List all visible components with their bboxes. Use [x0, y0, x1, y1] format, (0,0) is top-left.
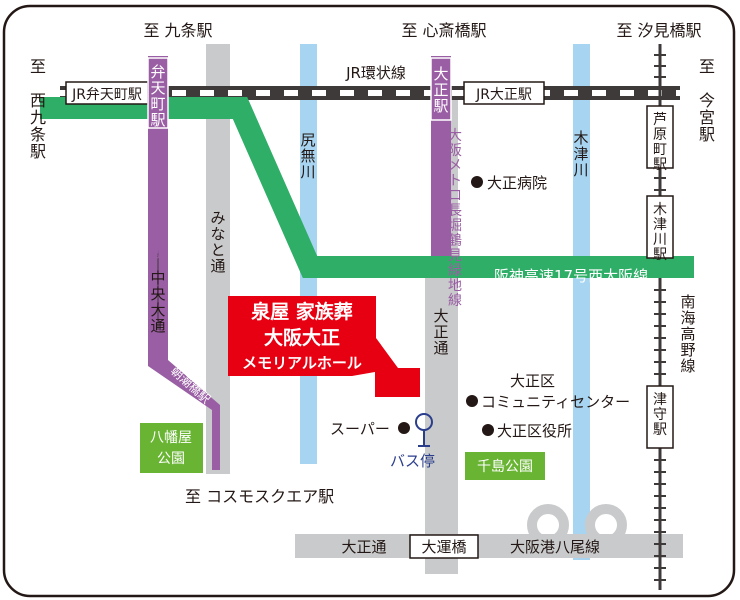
chuo-odori-label: 中央大通 — [150, 269, 165, 335]
metro-chuo-line-bend — [148, 360, 220, 470]
taisho-dori-label-text: 大正通 — [433, 307, 448, 357]
dir-shinsaibashi: 至 心斎橋駅 — [401, 21, 486, 40]
bus-stop-icon — [415, 413, 433, 447]
taisho-dori-h-label: 大正通 — [341, 538, 386, 556]
venue-name-1: 泉屋 家族葬 — [250, 300, 353, 323]
bentencho-metro-label-text: 弁天町駅 — [150, 63, 165, 129]
dir-shiomibashi: 至 汐見橋駅 — [616, 21, 701, 40]
tsumori-label: 津守駅 — [653, 392, 667, 438]
taisho-dori-road — [425, 268, 458, 574]
nankai-koya-label-text: 南海高野線 — [680, 293, 695, 375]
tsumori-box — [646, 385, 674, 449]
osakako-yao-label: 大阪港八尾線 — [510, 538, 600, 556]
dir-imamiya-text: 至 今宮駅 — [699, 57, 715, 144]
nagahori-line-label: 大阪メトロ長堀鶴見緑地線 — [448, 128, 462, 309]
shirinashi-label: 尻無川 — [300, 131, 315, 181]
taisho-metro-label: 大正駅 — [433, 65, 448, 115]
interchange-loop-right — [585, 504, 627, 546]
taiun-bashi-box — [409, 534, 479, 559]
taisho-metro-label-text: 大正駅 — [433, 65, 448, 115]
dir-kujo: 至 九条駅 — [143, 21, 212, 40]
kizu-river — [573, 44, 590, 560]
kizu-river-label-text: 木津川 — [573, 129, 588, 179]
nankai-ties — [654, 54, 666, 581]
bus-stop-label: バス停 — [390, 452, 435, 470]
ashiharacho-label-text: 芦原町駅 — [653, 112, 667, 173]
supermarket-label: スーパー — [330, 420, 390, 438]
kizu-river-label: 木津川 — [573, 129, 588, 179]
supermarket-dot — [398, 422, 410, 434]
nankai-koya-label: 南海高野線 — [680, 293, 695, 375]
hachimanya-park — [140, 423, 203, 473]
community-center-label-2: コミュニティセンター — [481, 393, 630, 411]
bentencho-metro-label: 弁天町駅 — [150, 63, 165, 129]
dir-cosmo-square: 至 コスモスクエア駅 — [185, 487, 334, 506]
kizugawa-label: 木津川駅 — [653, 202, 667, 263]
chuo-line-label: 大阪メトロ中央線 — [151, 142, 165, 263]
dir-nishikujo: 至 西九条駅 — [30, 57, 46, 161]
taisho-metro-box — [430, 57, 452, 121]
venue-marker[interactable] — [375, 368, 420, 397]
nagahori-line-label-text: 大阪メトロ長堀鶴見緑地線 — [448, 128, 462, 309]
kizugawa-box — [646, 195, 674, 259]
ashiharacho-box — [646, 105, 674, 169]
hanshin-label: 阪神高速17号西大阪線 — [494, 267, 648, 285]
taiun-bashi-label: 大運橋 — [421, 538, 466, 556]
ward-office-dot — [482, 424, 494, 436]
hanshin-expressway — [40, 97, 694, 278]
minato-dori-label-text: みなと通 — [210, 209, 225, 275]
tsumori-label-text: 津守駅 — [653, 392, 667, 438]
jr-bentencho-label: JR弁天町駅 — [71, 87, 142, 103]
ward-office-label: 大正区役所 — [497, 422, 572, 440]
interchange-loop-left — [527, 504, 569, 546]
community-center-label-1: 大正区 — [510, 372, 555, 390]
hospital-dot — [471, 176, 483, 188]
minato-dori-label: みなと通 — [210, 209, 225, 275]
chuo-odori-label-text: 中央大通 — [150, 269, 165, 335]
jr-taisho-box — [463, 81, 545, 105]
venue-name-2: 大阪大正 — [264, 326, 340, 349]
dir-imamiya: 至 今宮駅 — [699, 57, 715, 144]
hachimanya-label-2: 公園 — [157, 451, 185, 467]
ashiharacho-label: 芦原町駅 — [653, 112, 667, 173]
chishima-label: 千島公園 — [477, 459, 533, 475]
bentencho-metro-box — [147, 57, 169, 129]
metro-chuo-line — [148, 56, 168, 366]
chuo-line-label-text: 大阪メトロ中央線 — [151, 142, 165, 263]
chishima-park — [465, 452, 545, 480]
taisho-hospital-label: 大正病院 — [487, 174, 547, 192]
jr-loop-label: JR環状線 — [345, 64, 406, 82]
hachimanya-label-1: 八幡屋 — [150, 430, 192, 446]
taisho-dori-label: 大正通 — [433, 307, 448, 357]
venue-name-3: メモリアルホール — [242, 354, 362, 372]
shirinashi-label-text: 尻無川 — [300, 131, 315, 181]
kizugawa-label-text: 木津川駅 — [653, 202, 667, 263]
venue-callout — [228, 296, 398, 376]
jr-taisho-label: JR大正駅 — [475, 87, 532, 103]
dir-nishikujo-text: 至 西九条駅 — [30, 57, 46, 161]
community-center-dot — [466, 395, 478, 407]
